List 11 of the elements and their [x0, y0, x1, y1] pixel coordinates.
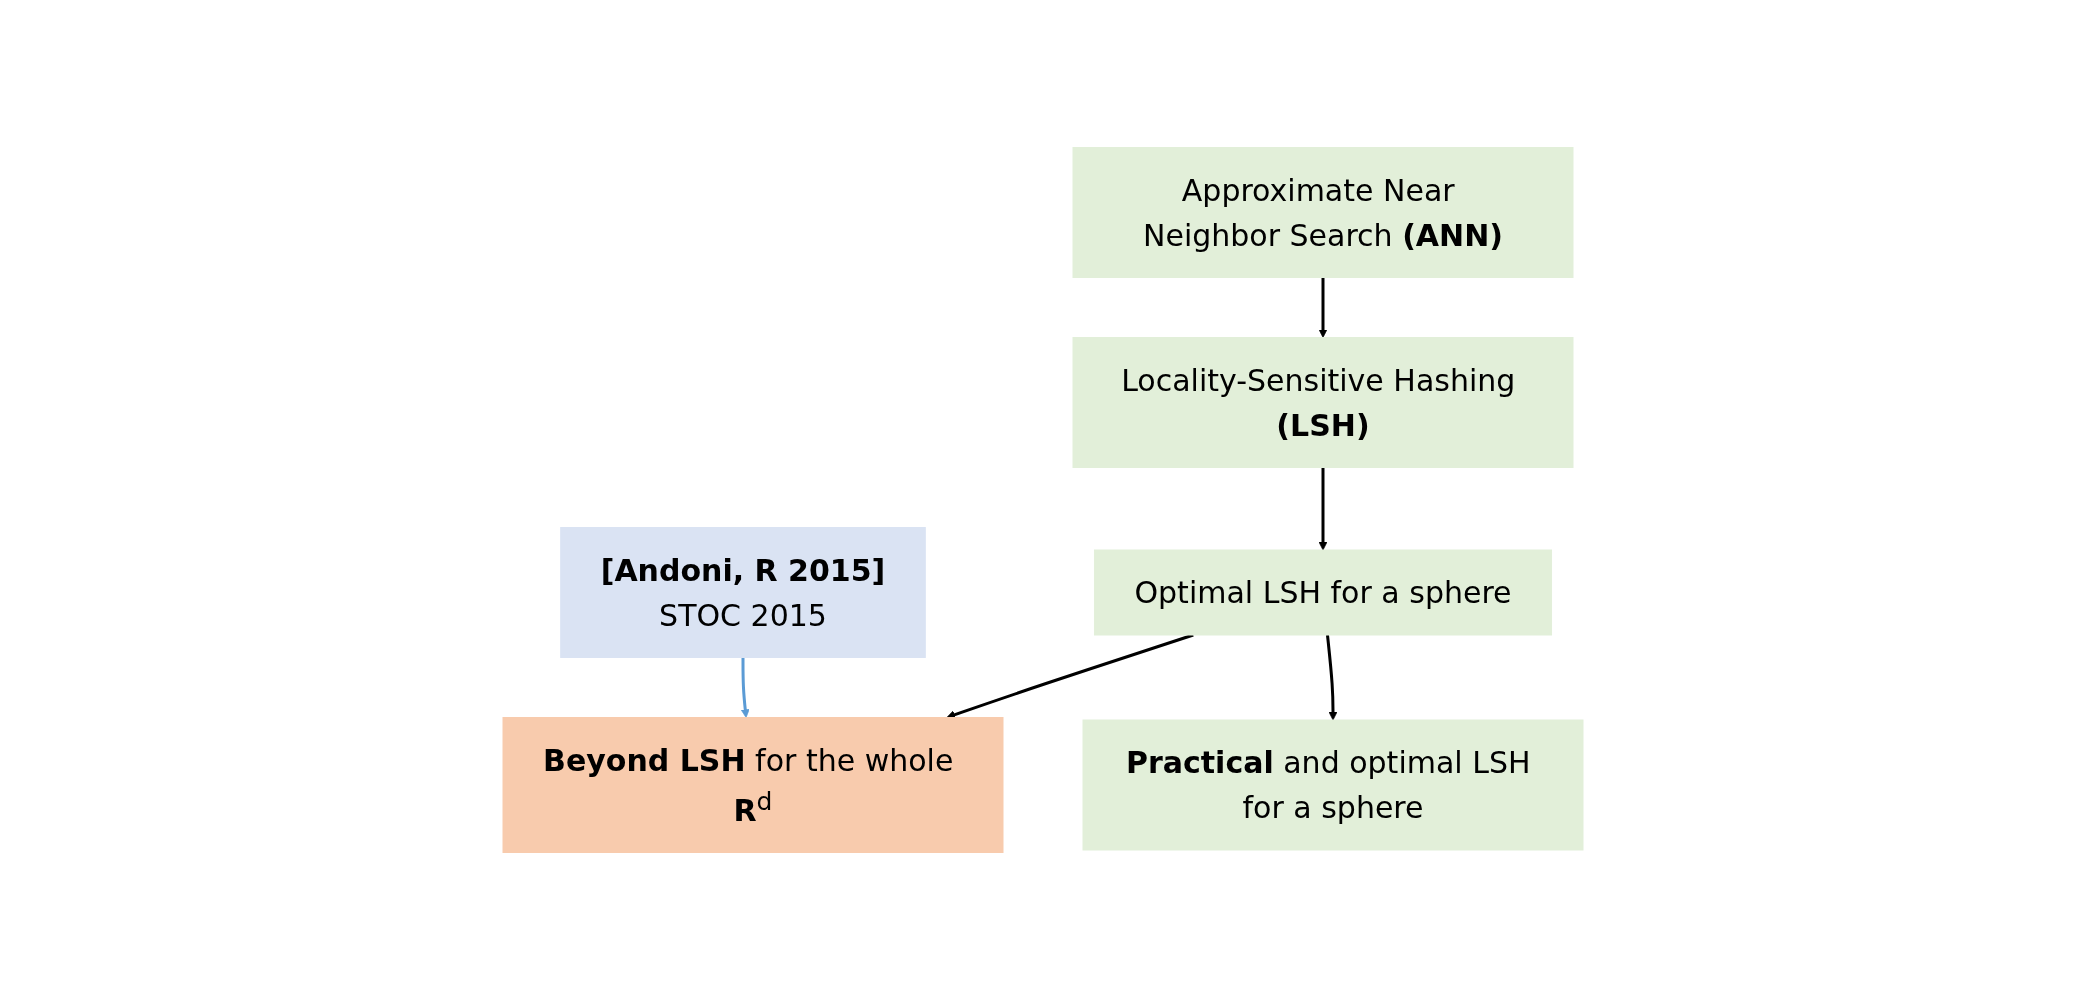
- node-box: Beyond LSH for the whole R$^{d}$: [502, 716, 1003, 853]
- node-box: [Andoni, R 2015] STOC 2015: [559, 526, 926, 658]
- arrow: [1318, 467, 1327, 550]
- arrow: [945, 633, 1194, 719]
- arrow: [740, 657, 750, 718]
- node-box: Approximate Near Neighbor Search (ANN): [1072, 146, 1573, 278]
- node-box: Optimal LSH for a sphere: [1093, 549, 1552, 635]
- arrow: [1325, 634, 1337, 720]
- arrow: [1318, 277, 1327, 338]
- node-box: Practical and optimal LSH for a sphere: [1082, 719, 1583, 850]
- node-box: Locality-Sensitive Hashing (LSH): [1072, 336, 1573, 468]
